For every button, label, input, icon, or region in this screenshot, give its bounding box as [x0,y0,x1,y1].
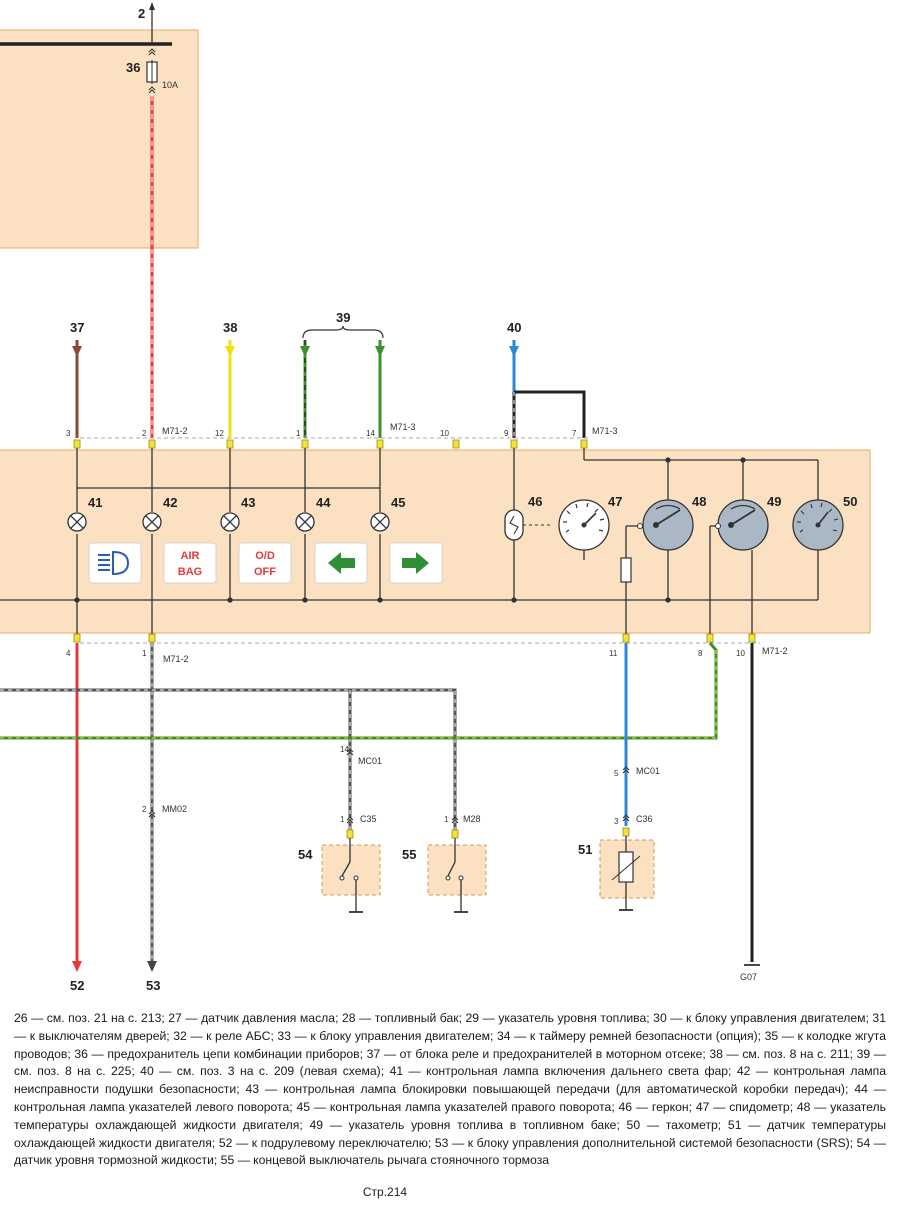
svg-text:49: 49 [767,494,781,509]
svg-text:2: 2 [142,429,147,438]
svg-text:51: 51 [578,842,592,857]
connector-m71-2-top: M71-2 [162,426,188,436]
fuel-gauge-icon: 49 [715,494,781,551]
od-off-warning-icon: O/D OFF [238,542,292,584]
wire-blue-51: 5 MC01 3 C36 [614,643,660,837]
svg-text:1: 1 [340,815,345,824]
svg-text:46: 46 [528,494,542,509]
label-38: 38 [223,320,237,335]
svg-text:45: 45 [391,495,405,510]
svg-text:4: 4 [66,649,71,658]
svg-text:O/D: O/D [255,550,275,562]
wire-38: 38 [223,320,237,438]
connector-c36: C36 [636,814,653,824]
svg-text:7: 7 [572,429,577,438]
svg-text:AIR: AIR [181,550,200,562]
svg-text:41: 41 [88,495,102,510]
svg-text:54: 54 [298,847,313,862]
page-number: Стр.214 [362,1185,408,1199]
lamp-45: 45 [370,495,405,532]
svg-text:14: 14 [366,429,375,438]
component-55: 1 M28 55 [402,814,487,913]
svg-text:42: 42 [163,495,177,510]
svg-text:50: 50 [843,494,857,509]
fuse-box-panel [0,29,199,249]
connector-m71-3-top: M71-3 [390,422,416,432]
wire-52: 52 [70,643,84,993]
svg-text:9: 9 [504,429,509,438]
svg-text:2: 2 [142,805,147,814]
resistor [620,557,632,583]
svg-text:3: 3 [614,817,619,826]
bottom-connector-pins: 4 1 M71-2 11 8 10 M71-2 [66,633,788,664]
lamp-41: 41 [67,495,102,532]
connector-mc01-left: MC01 [358,756,382,766]
left-arrow-icon [314,542,368,584]
svg-text:10: 10 [736,649,745,658]
svg-text:BAG: BAG [178,566,202,578]
connector-c35: C35 [360,814,377,824]
svg-text:52: 52 [70,978,84,993]
speedometer-gauge-icon: 47 [558,494,622,551]
cluster-internal-wiring [0,448,819,636]
svg-text:1: 1 [296,429,301,438]
label-39: 39 [336,310,350,325]
svg-text:44: 44 [316,495,331,510]
sensor-resistor-icon: 51 [578,836,655,911]
wire-37: 37 [70,320,84,438]
wiring-diagram: 2 36 10A 37 38 39 40 [0,2,871,993]
right-arrow-icon [389,542,443,584]
label-36: 36 [126,60,140,75]
lamp-43: 43 [220,495,255,532]
svg-text:47: 47 [608,494,622,509]
svg-text:8: 8 [698,649,703,658]
svg-text:11: 11 [609,649,618,658]
tachometer-gauge-icon: 50 [792,494,857,551]
connector-m71-2-right: M71-2 [762,646,788,656]
connector-mm02: MM02 [162,804,187,814]
svg-text:OFF: OFF [254,566,276,578]
svg-text:43: 43 [241,495,255,510]
airbag-warning-icon: AIR BAG [163,542,217,584]
wire-53: 2 MM02 53 [142,643,187,993]
wire-39: 39 [300,310,385,438]
connector-m71-2-bottom: M71-2 [163,654,189,664]
top-connector-pins: 3 2 M71-2 12 1 14 M71-3 10 9 7 M71-3 [66,422,618,449]
svg-text:48: 48 [692,494,706,509]
connector-m28: M28 [463,814,481,824]
svg-text:1: 1 [444,815,449,824]
svg-text:55: 55 [402,847,416,862]
svg-text:10: 10 [440,429,449,438]
svg-text:G07: G07 [740,972,757,982]
svg-text:12: 12 [215,429,224,438]
reed-switch-icon: 46 [504,494,552,541]
svg-text:14: 14 [340,745,349,754]
svg-text:53: 53 [146,978,160,993]
fuse-rating: 10A [162,80,178,90]
svg-text:3: 3 [66,429,71,438]
svg-text:5: 5 [614,769,619,778]
fuse-36: 36 10A [126,48,178,94]
wire-to-2: 2 [138,2,155,44]
component-54: 14 MC01 1 C35 54 [298,745,382,913]
legend-text: 26 — см. поз. 21 на с. 213; 27 — датчик … [14,1011,886,1168]
wire-40: 40 [507,320,586,438]
harness-wire-green [0,642,718,740]
high-beam-icon [88,542,142,584]
connector-mc01-right: MC01 [636,766,660,776]
lamp-42: 42 [142,495,177,532]
lamp-44: 44 [295,495,331,532]
harness-wire-gray [0,688,457,834]
label-37: 37 [70,320,84,335]
svg-text:1: 1 [142,649,147,658]
ground-icon: G07 [740,643,760,982]
label-40: 40 [507,320,521,335]
temperature-gauge-icon: 48 [637,494,706,551]
label-2: 2 [138,6,145,21]
connector-m71-3-right: M71-3 [592,426,618,436]
